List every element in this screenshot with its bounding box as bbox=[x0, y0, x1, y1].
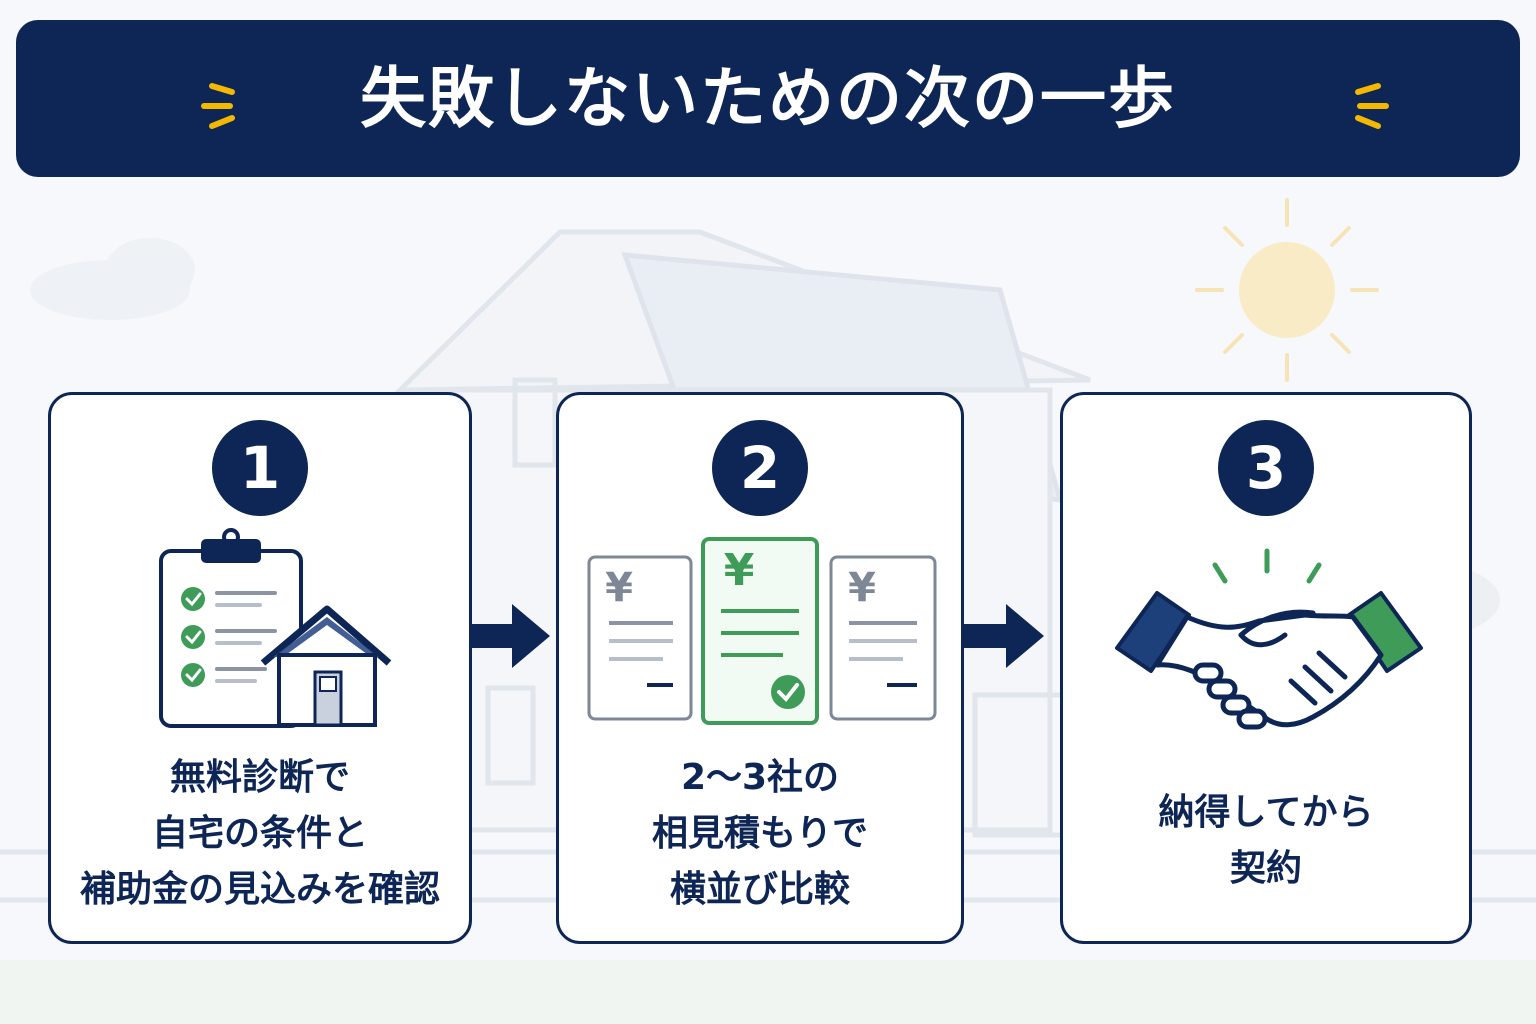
step-1-line-3: 補助金の見込みを確認 bbox=[79, 869, 440, 910]
step-number-2: 2 bbox=[712, 420, 808, 516]
step-3-line-2: 契約 bbox=[1229, 848, 1302, 889]
step-1-line-1: 無料診断で bbox=[169, 757, 350, 798]
sparkle-right-icon bbox=[1355, 83, 1389, 129]
background-sun-icon bbox=[1195, 198, 1379, 382]
step-card-2: 2 ¥ ¥ ¥ 2〜3社の 相見積もりで 横並び比 bbox=[556, 392, 964, 944]
step-2-line-1: 2〜3社の bbox=[680, 757, 840, 798]
handshake-icon bbox=[1115, 548, 1423, 730]
step-number-1: 1 bbox=[212, 420, 308, 516]
sparkle-left-icon bbox=[201, 83, 235, 129]
quotes-comparison-icon: ¥ ¥ ¥ bbox=[587, 537, 937, 725]
step-2-line-2: 相見積もりで bbox=[651, 813, 868, 854]
step-2-line-3: 横並び比較 bbox=[669, 869, 850, 910]
step-number-3: 3 bbox=[1218, 420, 1314, 516]
step-3-line-1: 納得してから bbox=[1158, 792, 1374, 833]
arrow-right-icon-2 bbox=[964, 604, 1044, 668]
step-description-1: 無料診断で 自宅の条件と 補助金の見込みを確認 bbox=[51, 750, 469, 918]
step-card-1: 1 無料診断で 自宅の条件と 補助金の見込みを確認 bbox=[48, 392, 472, 944]
arrow-right-icon bbox=[470, 604, 550, 668]
yen-symbol-right: ¥ bbox=[848, 565, 876, 611]
page-title: 失敗しないための次の一歩 bbox=[360, 60, 1176, 137]
checklist-house-icon bbox=[159, 528, 392, 728]
step-description-2: 2〜3社の 相見積もりで 横並び比較 bbox=[559, 750, 961, 918]
quote-document-right-icon bbox=[829, 555, 937, 721]
yen-symbol-center: ¥ bbox=[724, 545, 755, 596]
step-card-3: 3 納得してから 契約 bbox=[1060, 392, 1472, 944]
header-banner: 失敗しないための次の一歩 bbox=[16, 20, 1520, 177]
quote-document-selected-icon bbox=[701, 537, 819, 725]
step-1-line-2: 自宅の条件と bbox=[151, 813, 368, 854]
step-description-3: 納得してから 契約 bbox=[1063, 785, 1469, 897]
quote-document-left-icon bbox=[587, 555, 693, 721]
yen-symbol-left: ¥ bbox=[605, 565, 633, 611]
